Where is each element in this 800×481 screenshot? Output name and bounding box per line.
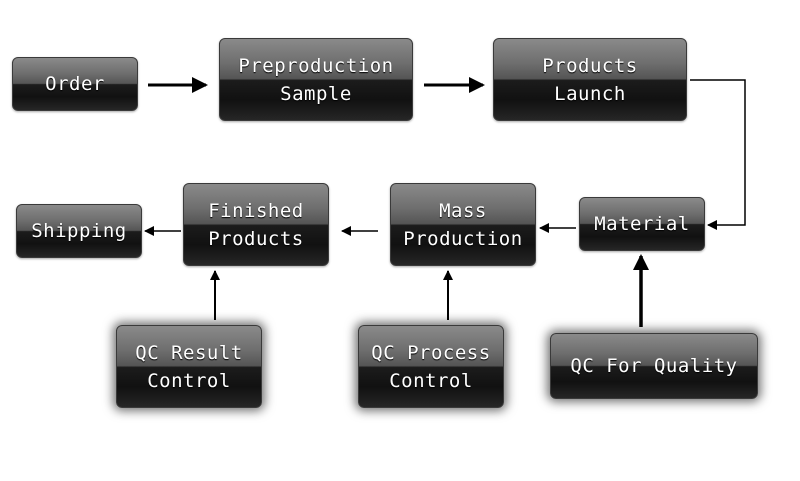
node-qc-for-quality: QC For Quality (550, 333, 758, 399)
node-order: Order (12, 57, 138, 111)
node-material: Material (579, 197, 705, 251)
node-qc-result-control: QC Result Control (116, 325, 262, 408)
node-qc-result-control-line2: Control (147, 369, 231, 392)
node-finished-products-line1: Finished (208, 199, 304, 222)
node-mass-production: Mass Production (390, 183, 536, 266)
node-mass-production-line1: Mass (439, 199, 487, 222)
node-qc-for-quality-label: QC For Quality (570, 355, 738, 377)
node-preproduction-sample-line2: Sample (280, 82, 352, 105)
node-qc-process-control-line1: QC Process (371, 341, 491, 364)
node-shipping-label: Shipping (31, 220, 127, 242)
node-qc-result-control-line1: QC Result (135, 341, 243, 364)
node-products-launch-line1: Products (542, 54, 638, 77)
node-qc-process-control: QC Process Control (358, 325, 504, 408)
node-preproduction-sample: Preproduction Sample (219, 38, 413, 121)
node-order-label: Order (45, 73, 105, 95)
node-qc-process-control-line2: Control (389, 369, 473, 392)
node-products-launch: Products Launch (493, 38, 687, 121)
node-shipping: Shipping (16, 204, 142, 258)
node-material-label: Material (594, 213, 690, 235)
node-preproduction-sample-line1: Preproduction (238, 54, 394, 77)
arrow-launch-to-material (690, 79, 746, 230)
node-finished-products: Finished Products (183, 183, 329, 266)
node-mass-production-line2: Production (403, 227, 523, 250)
node-finished-products-line2: Products (208, 227, 304, 250)
node-products-launch-line2: Launch (554, 82, 626, 105)
